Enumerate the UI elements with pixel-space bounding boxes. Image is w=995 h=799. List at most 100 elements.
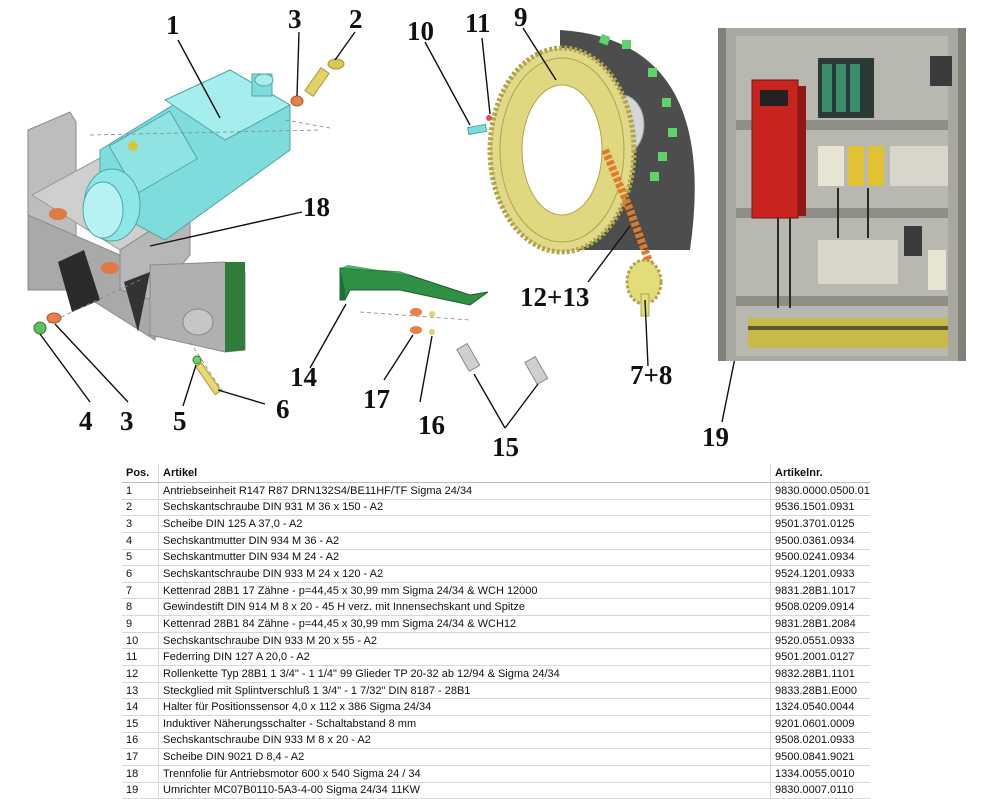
washer-17a: [410, 308, 422, 316]
cell-artikel: Rollenkette Typ 28B1 1 3/4" - 1 1/4" 99 …: [158, 665, 771, 683]
callout-17: 17: [363, 384, 390, 414]
cell-artikelnr: 9830.0000.0500.01: [770, 482, 870, 500]
callout-3-bottom: 3: [120, 406, 134, 436]
callout-10: 10: [407, 16, 434, 46]
cell-pos: 17: [122, 748, 159, 766]
cell-pos: 19: [122, 782, 159, 799]
screw-16b: [429, 329, 435, 335]
callout-5: 5: [173, 406, 187, 436]
exploded-assembly-drawing: 1 2 3 10 11 9 18 12+13 7+8 14 17 16 15 4…: [27, 2, 771, 460]
control-cabinet-photo: [718, 28, 966, 361]
cell-pos: 1: [122, 482, 159, 500]
cell-artikel: Sechskantmutter DIN 934 M 24 - A2: [158, 549, 771, 567]
cell-artikelnr: 9830.0007.0110: [770, 782, 870, 799]
cell-artikelnr: 9508.0201.0933: [770, 732, 870, 750]
roller-chain-12-13: [601, 148, 656, 272]
callout-15: 15: [492, 432, 519, 460]
screw-16a: [429, 311, 435, 317]
callout-2: 2: [349, 4, 363, 34]
explode-lines: [41, 119, 471, 396]
table-header-row: Pos. Artikel Artikelnr.: [122, 464, 870, 483]
cell-artikelnr: 9508.0209.0914: [770, 598, 870, 617]
callout-11: 11: [465, 8, 491, 38]
cell-pos: 2: [122, 499, 159, 517]
nut-5: [192, 355, 202, 365]
cabinet-illustration: [718, 28, 966, 361]
callout-6: 6: [276, 394, 290, 424]
sensor-holder-14: [339, 265, 489, 306]
cell-artikelnr: 9520.0551.0933: [770, 632, 870, 650]
small-sprocket-7-8: [625, 258, 663, 317]
cell-pos: 10: [122, 632, 159, 650]
cell-artikel: Sechskantmutter DIN 934 M 36 - A2: [158, 532, 771, 550]
nut-4: [33, 321, 47, 335]
cell-artikelnr: 1334.0055.0010: [770, 765, 870, 783]
callout-12-13: 12+13: [520, 282, 589, 312]
proximity-switch-15b: [524, 355, 549, 385]
callout-7-8: 7+8: [630, 360, 672, 390]
cell-pos: 14: [122, 698, 159, 716]
cell-artikelnr: 9831.28B1.2084: [770, 615, 870, 633]
cell-pos: 15: [122, 715, 159, 733]
cell-pos: 11: [122, 648, 159, 667]
cell-artikelnr: 9501.3701.0125: [770, 515, 870, 533]
cell-artikel: Kettenrad 28B1 17 Zähne - p=44,45 x 30,9…: [158, 582, 771, 600]
callout-16: 16: [418, 410, 445, 440]
header-artikelnr: Artikelnr.: [770, 464, 870, 483]
callout-3-top: 3: [288, 4, 302, 34]
proximity-switch-15a: [456, 342, 481, 372]
cell-artikel: Sechskantschraube DIN 933 M 20 x 55 - A2: [158, 632, 771, 650]
cell-artikel: Sechskantschraube DIN 931 M 36 x 150 - A…: [158, 499, 771, 517]
cell-artikelnr: 9831.28B1.1017: [770, 582, 870, 600]
washer-17b: [410, 326, 422, 334]
bolt-10: [467, 123, 488, 136]
cell-artikelnr: 9833.28B1.E000: [770, 682, 870, 700]
large-sprocket-9: [487, 45, 637, 255]
cell-pos: 4: [122, 532, 159, 550]
cell-artikelnr: 9536.1501.0931: [770, 499, 870, 517]
cell-pos: 6: [122, 565, 159, 583]
cell-pos: 5: [122, 549, 159, 567]
cell-artikel: Gewindestift DIN 914 M 8 x 20 - 45 H ver…: [158, 598, 771, 617]
washer-3-top: [290, 95, 304, 107]
bolt-6: [195, 362, 222, 396]
cell-artikelnr: 9501.2001.0127: [770, 648, 870, 667]
callout-14: 14: [290, 362, 317, 392]
cell-artikelnr: 9500.0241.0934: [770, 549, 870, 567]
callout-9: 9: [514, 2, 528, 32]
cell-pos: 13: [122, 682, 159, 700]
cell-artikelnr: 9201.0601.0009: [770, 715, 870, 733]
cell-artikel: Sechskantschraube DIN 933 M 8 x 20 - A2: [158, 732, 771, 750]
cell-pos: 12: [122, 665, 159, 683]
cell-artikel: Sechskantschraube DIN 933 M 24 x 120 - A…: [158, 565, 771, 583]
cell-artikel: Kettenrad 28B1 84 Zähne - p=44,45 x 30,9…: [158, 615, 771, 633]
callout-18: 18: [303, 192, 330, 222]
header-artikel: Artikel: [158, 464, 771, 483]
callout-4: 4: [79, 406, 93, 436]
washer-3-bottom: [46, 312, 62, 324]
cell-artikel: Scheibe DIN 9021 D 8,4 - A2: [158, 748, 771, 766]
cell-pos: 8: [122, 598, 159, 617]
callout-1: 1: [166, 10, 180, 40]
cell-artikel: Antriebseinheit R147 R87 DRN132S4/BE11HF…: [158, 482, 771, 500]
cell-artikel: Trennfolie für Antriebsmotor 600 x 540 S…: [158, 765, 771, 783]
drive-unit: [82, 69, 292, 242]
cell-artikelnr: 9500.0361.0934: [770, 532, 870, 550]
bolt-2: [304, 58, 345, 98]
cell-artikel: Steckglied mit Splintverschluß 1 3/4" - …: [158, 682, 771, 700]
